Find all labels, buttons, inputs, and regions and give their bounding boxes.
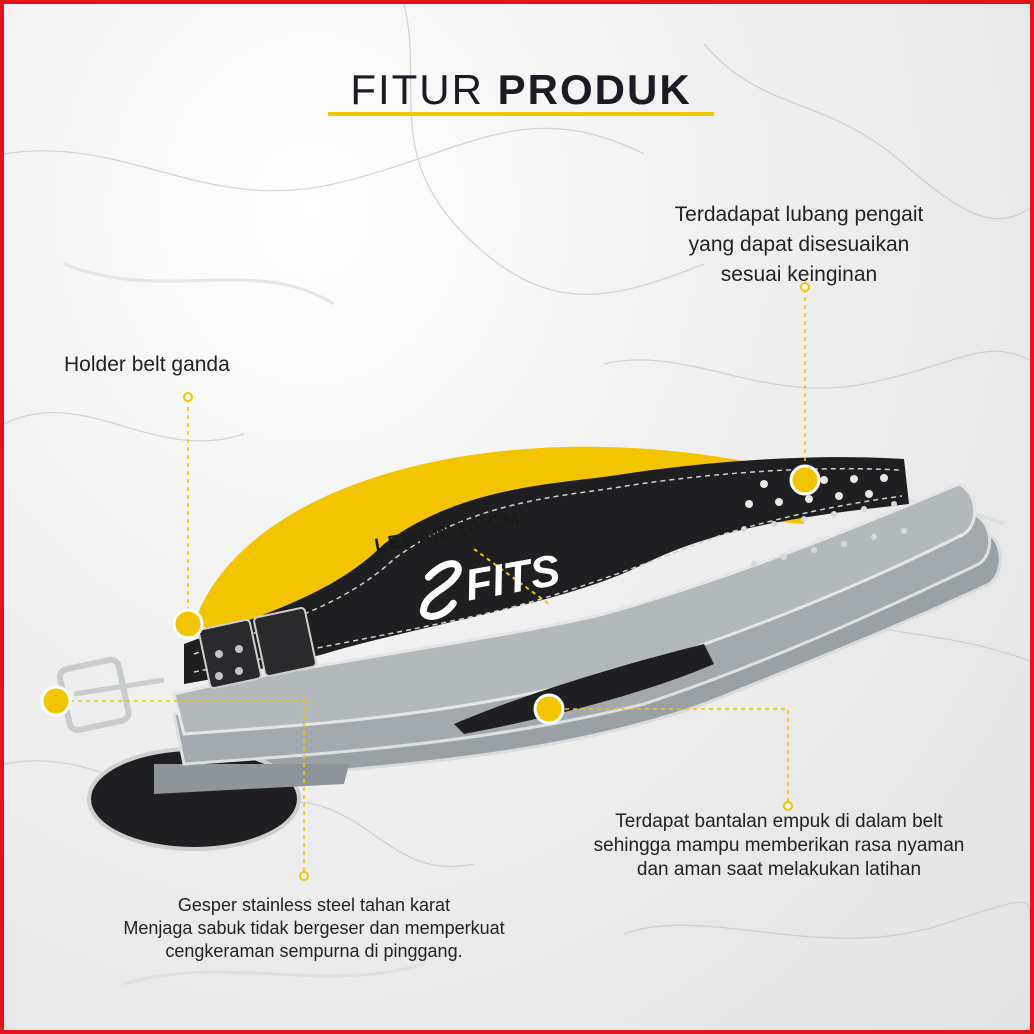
marker-holder (172, 608, 204, 640)
belt-stitching-lower (193, 495, 903, 673)
leader-buckle (54, 700, 305, 874)
adjust-holes (745, 474, 888, 508)
leader-buckle-end (299, 871, 309, 881)
holder-loop-2 (253, 606, 317, 678)
buckle-bar (73, 677, 165, 697)
leader-holes-end (800, 282, 810, 292)
callout-soft-padding: Terdapat bantalan empuk di dalam belt se… (593, 811, 965, 880)
belt-illustration: LEBAR 10 CM FITS (40, 282, 1002, 881)
belt-layer-1 (172, 482, 977, 736)
belt-main (184, 457, 909, 684)
layer-holes (741, 501, 907, 567)
inner-pad (454, 644, 714, 734)
leader-pad-end (783, 801, 793, 811)
title-underline (328, 112, 714, 116)
callout-steel-buckle: Gesper stainless steel tahan karat Menja… (123, 895, 505, 961)
brand-mark-icon (420, 560, 462, 620)
callout-adjustable-holes: Terdadapat lubang pengait yang dapat dis… (674, 203, 924, 286)
title-thin: FITUR (350, 66, 484, 113)
marker-holes (789, 464, 821, 496)
leader-holder-end (183, 392, 193, 402)
page-title: FITUR PRODUK (4, 66, 1030, 114)
marker-buckle (40, 685, 72, 717)
belt-stitching (193, 467, 900, 655)
title-bold: PRODUK (497, 66, 692, 113)
rivets (215, 645, 243, 680)
tail-strap (154, 764, 349, 794)
marker-pad (533, 693, 565, 725)
holder-loop-1 (198, 618, 262, 690)
callout-double-holder: Holder belt ganda (64, 353, 230, 376)
